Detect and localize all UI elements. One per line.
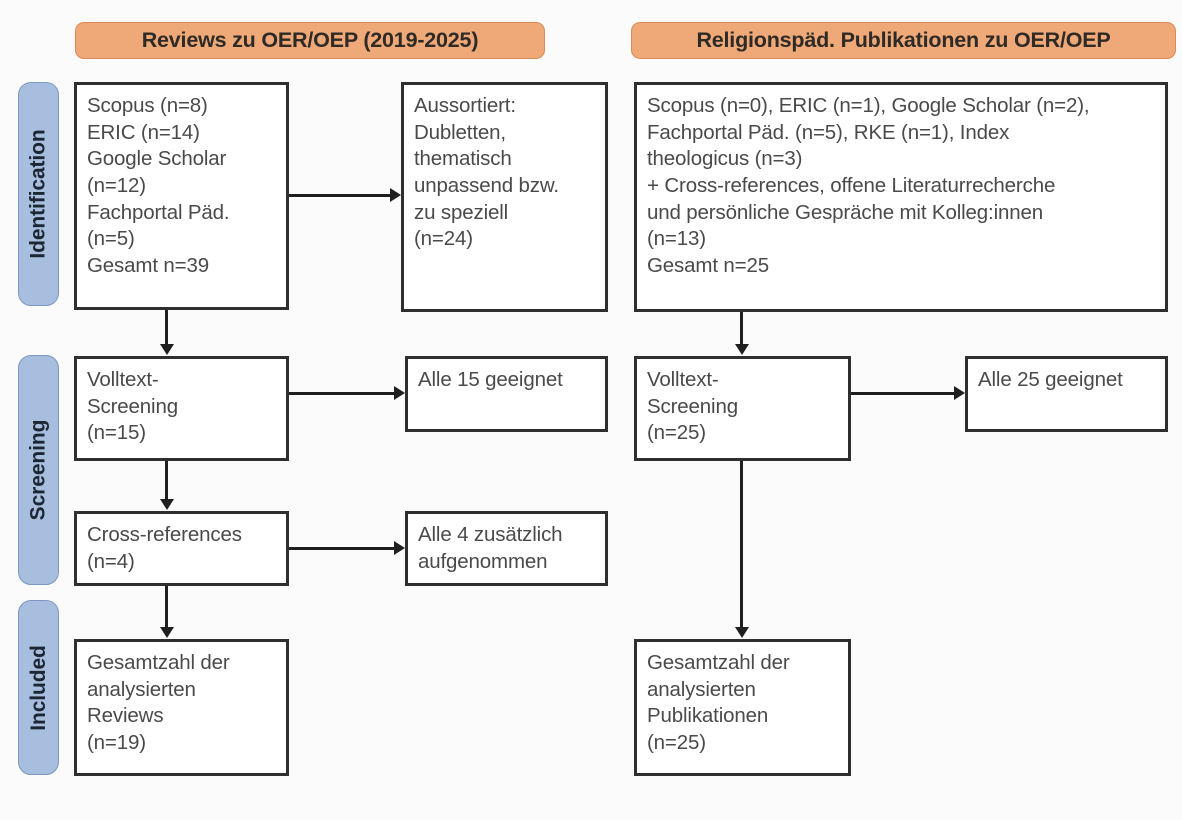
- box-right-fulltext-line-2: Screening: [647, 394, 738, 418]
- connector-left-sources-to-excluded: [289, 194, 390, 197]
- box-left-excluded-line-1: Aussortiert:: [414, 94, 516, 117]
- connector-left-fulltext-to-crossrefs: [165, 461, 168, 500]
- box-left-crossreferences-result: Alle 4 zusätzlich aufgenommen: [405, 511, 608, 586]
- box-left-fulltext-result: Alle 15 geeignet: [405, 356, 608, 432]
- connector-left-crossrefs-to-included: [165, 586, 168, 628]
- column-header-right-label: Religionspäd. Publikationen zu OER/OEP: [696, 28, 1111, 52]
- column-header-left: Reviews zu OER/OEP (2019-2025): [75, 22, 545, 59]
- box-right-sources-line-6: (n=13): [647, 227, 706, 251]
- box-right-included-total: Gesamtzahl der analysierten Publikatione…: [634, 639, 851, 776]
- box-left-sources-line-4: (n=12): [87, 173, 146, 197]
- box-left-included-line-4: (n=19): [87, 730, 146, 754]
- connector-left-sources-to-fulltext: [165, 310, 168, 345]
- box-right-sources: Scopus (n=0), ERIC (n=1), Google Scholar…: [634, 82, 1168, 312]
- box-right-included-line-3: Publikationen: [647, 704, 769, 728]
- box-left-excluded-line-6: (n=24): [414, 227, 473, 251]
- box-left-sources: Scopus (n=8) ERIC (n=14) Google Scholar …: [74, 82, 289, 310]
- box-left-fulltext-line-2: Screening: [87, 394, 178, 418]
- box-right-sources-line-3: theologicus (n=3): [647, 147, 803, 171]
- box-right-fulltext-result-line-1: Alle 25 geeignet: [978, 368, 1123, 391]
- box-left-sources-line-6: (n=5): [87, 227, 135, 251]
- box-left-sources-line-1: Scopus (n=8): [87, 94, 208, 117]
- arrowhead-left-crossrefs-to-result: [394, 541, 405, 555]
- box-right-sources-line-2: Fachportal Päd. (n=5), RKE (n=1), Index: [647, 120, 1010, 144]
- box-left-included-line-1: Gesamtzahl der: [87, 651, 230, 674]
- arrowhead-left-sources-to-fulltext: [160, 344, 174, 355]
- box-left-crossrefs-line-1: Cross-references: [87, 523, 242, 546]
- stage-label-screening: Screening: [26, 419, 50, 521]
- box-left-crossrefs-line-2: (n=4): [87, 549, 135, 573]
- box-left-fulltext-line-3: (n=15): [87, 421, 146, 445]
- column-header-right: Religionspäd. Publikationen zu OER/OEP: [631, 22, 1176, 59]
- box-left-fulltext-result-line-1: Alle 15 geeignet: [418, 368, 563, 391]
- arrowhead-right-fulltext-to-included: [735, 627, 749, 638]
- box-left-excluded-line-5: zu speziell: [414, 200, 509, 224]
- box-right-included-line-1: Gesamtzahl der: [647, 651, 790, 674]
- box-right-fulltext-screening: Volltext- Screening (n=25): [634, 356, 851, 461]
- box-left-excluded: Aussortiert: Dubletten, thematisch unpas…: [401, 82, 608, 312]
- box-right-included-line-2: analysierten: [647, 677, 756, 701]
- arrowhead-left-fulltext-to-result: [394, 386, 405, 400]
- box-left-excluded-line-3: thematisch: [414, 147, 512, 171]
- arrowhead-right-fulltext-to-result: [954, 386, 965, 400]
- box-left-crossrefs-result-line-2: aufgenommen: [418, 549, 548, 573]
- stage-pill-screening: Screening: [18, 355, 59, 585]
- arrowhead-left-fulltext-to-crossrefs: [160, 499, 174, 510]
- box-left-included-total: Gesamtzahl der analysierten Reviews (n=1…: [74, 639, 289, 776]
- arrowhead-left-sources-to-excluded: [390, 188, 401, 202]
- box-right-sources-line-5: und persönliche Gespräche mit Kolleg:inn…: [647, 200, 1043, 224]
- box-right-included-line-4: (n=25): [647, 730, 706, 754]
- box-left-included-line-2: analysierten: [87, 677, 196, 701]
- stage-pill-included: Included: [18, 600, 59, 775]
- box-left-fulltext-line-1: Volltext-: [87, 368, 159, 391]
- box-left-sources-line-2: ERIC (n=14): [87, 120, 200, 144]
- box-left-sources-line-5: Fachportal Päd.: [87, 200, 230, 224]
- stage-pill-identification: Identification: [18, 82, 59, 306]
- connector-right-fulltext-to-included: [740, 461, 743, 628]
- stage-label-included: Included: [26, 644, 50, 731]
- box-right-sources-line-1: Scopus (n=0), ERIC (n=1), Google Scholar…: [647, 94, 1090, 117]
- connector-right-fulltext-to-result: [851, 392, 954, 395]
- arrowhead-left-crossrefs-to-included: [160, 627, 174, 638]
- box-right-sources-line-7: Gesamt n=25: [647, 253, 769, 277]
- connector-left-fulltext-to-result: [289, 392, 394, 395]
- box-left-excluded-line-4: unpassend bzw.: [414, 173, 559, 197]
- box-left-included-line-3: Reviews: [87, 704, 164, 728]
- box-left-excluded-line-2: Dubletten,: [414, 120, 506, 144]
- box-right-sources-line-4: + Cross-references, offene Literaturrech…: [647, 173, 1056, 197]
- box-right-fulltext-line-1: Volltext-: [647, 368, 719, 391]
- box-left-crossreferences: Cross-references (n=4): [74, 511, 289, 586]
- box-left-sources-line-7: Gesamt n=39: [87, 253, 209, 277]
- arrowhead-right-sources-to-fulltext: [735, 344, 749, 355]
- box-right-fulltext-result: Alle 25 geeignet: [965, 356, 1168, 432]
- column-header-left-label: Reviews zu OER/OEP (2019-2025): [141, 28, 479, 52]
- connector-right-sources-to-fulltext: [740, 312, 743, 345]
- stage-label-identification: Identification: [26, 129, 50, 259]
- box-left-crossrefs-result-line-1: Alle 4 zusätzlich: [418, 523, 563, 546]
- box-left-fulltext-screening: Volltext- Screening (n=15): [74, 356, 289, 461]
- connector-left-crossrefs-to-result: [289, 547, 394, 550]
- box-left-sources-line-3: Google Scholar: [87, 147, 227, 171]
- box-right-fulltext-line-3: (n=25): [647, 421, 706, 445]
